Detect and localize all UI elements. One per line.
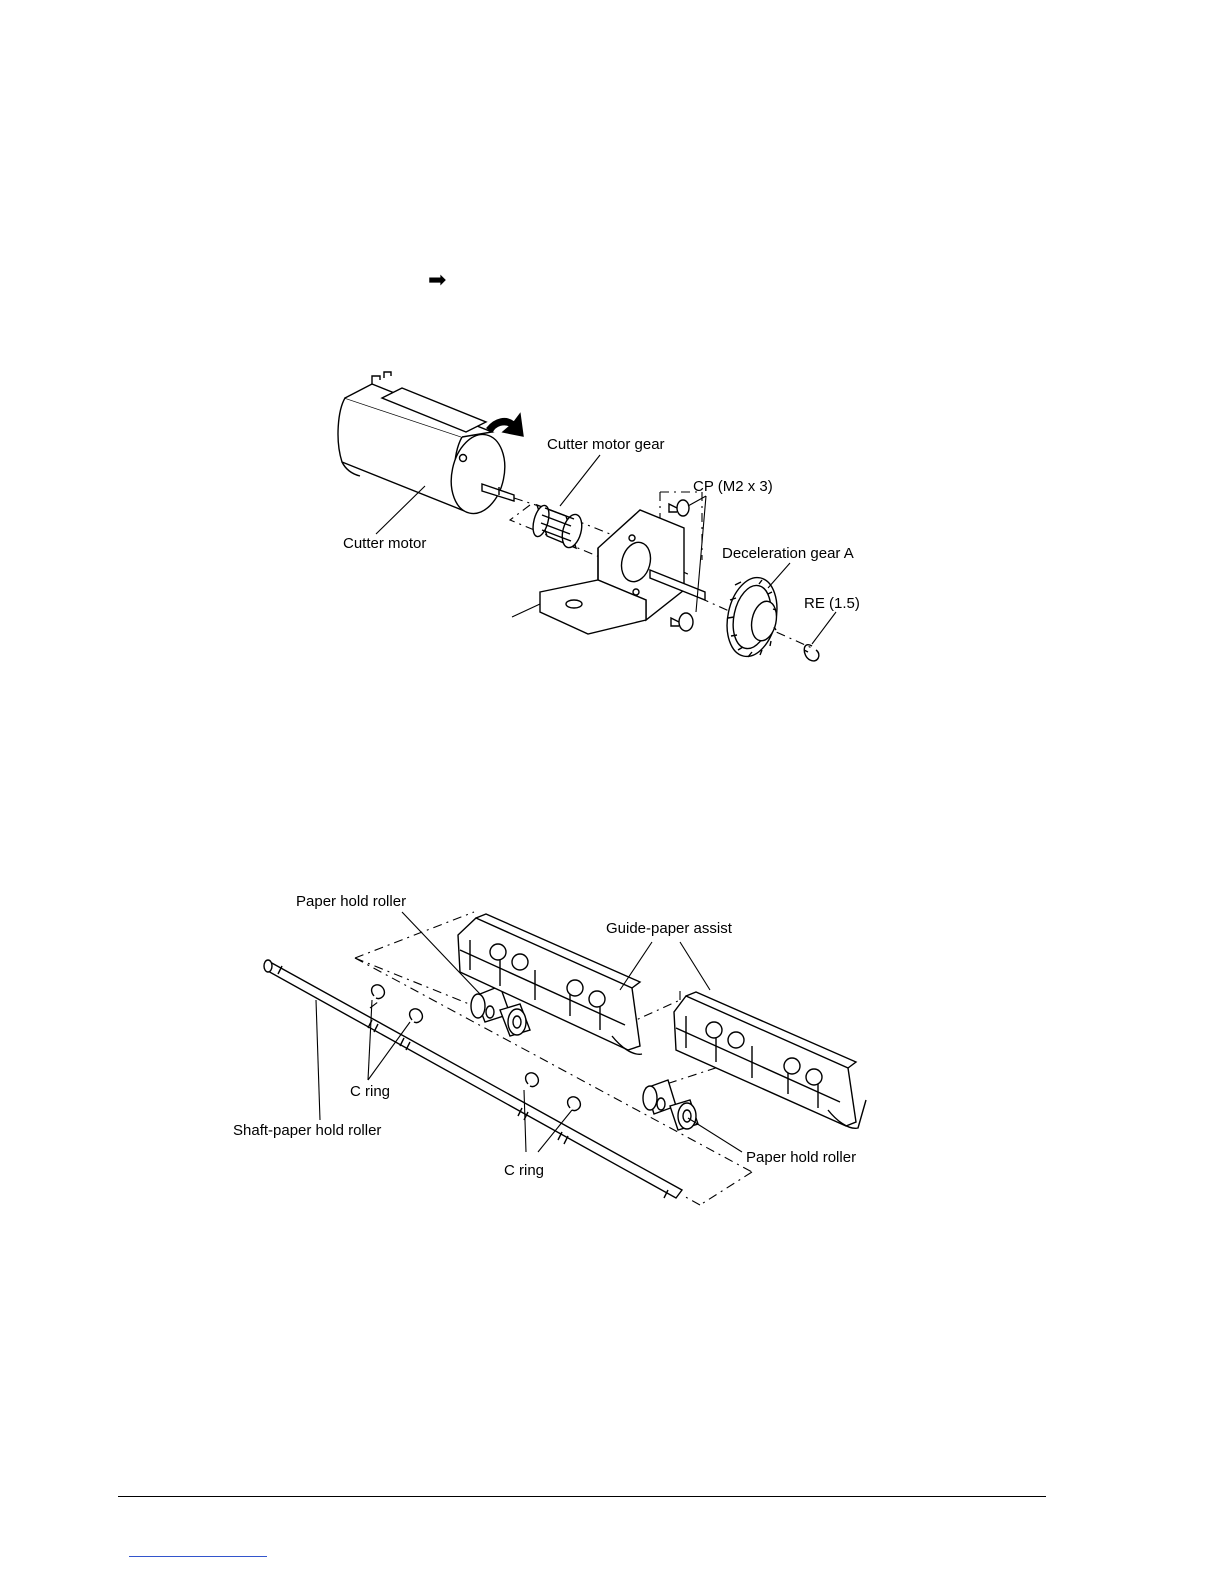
shaft-paper-hold-roller-label: Shaft-paper hold roller: [233, 1122, 381, 1140]
paper-hold-roller-bottom-label: Paper hold roller: [746, 1149, 856, 1167]
footer-link-underline[interactable]: [129, 1556, 267, 1557]
paper-hold-roller-bottom-drawing: [643, 1080, 698, 1130]
c-ring-lower-label: C ring: [504, 1162, 544, 1180]
guide-paper-assist-right-drawing: [674, 992, 866, 1128]
guide-paper-assist-label: Guide-paper assist: [606, 920, 732, 938]
paper-hold-roller-top-label: Paper hold roller: [296, 893, 406, 911]
footer-rule: [118, 1496, 1046, 1497]
c-ring-upper-label: C ring: [350, 1083, 390, 1101]
